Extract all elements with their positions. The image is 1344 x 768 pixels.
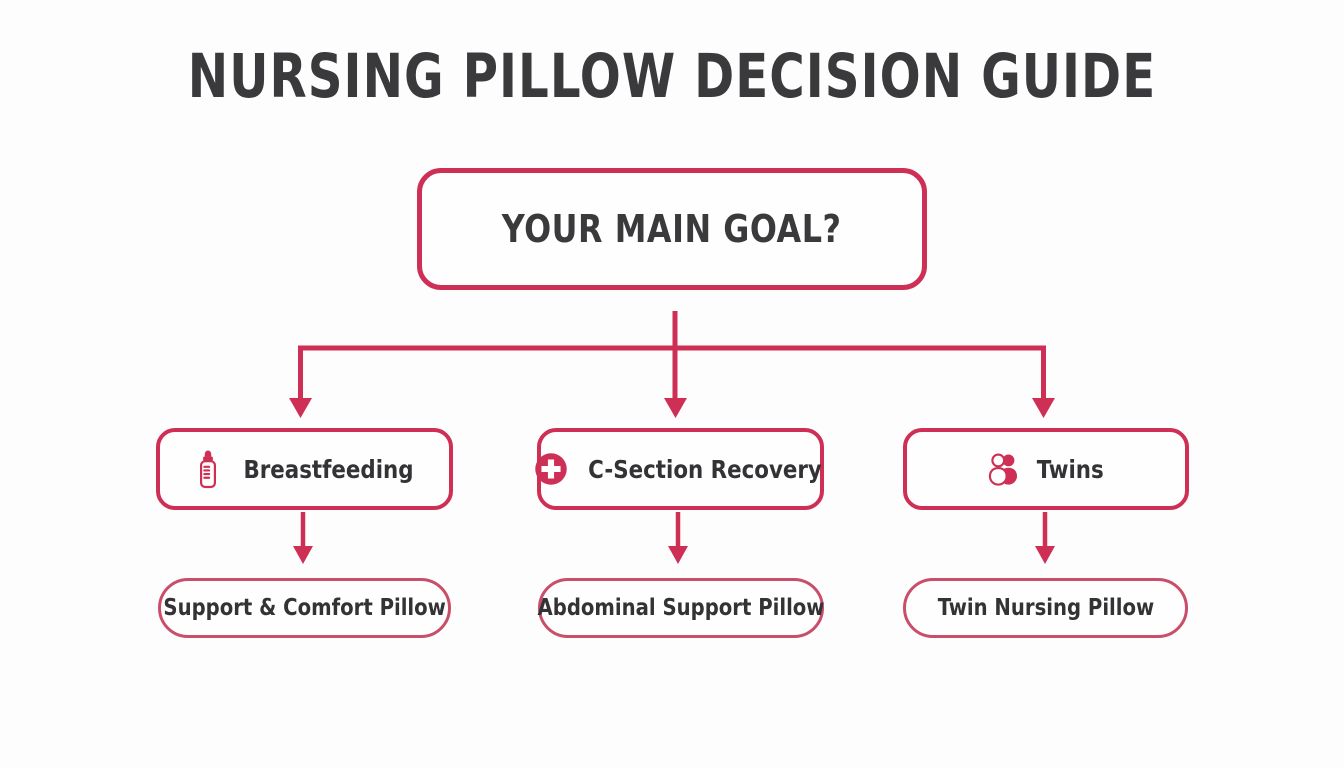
root-decision-node[interactable]: Your Main Goal? (417, 168, 927, 290)
branch-node-twins[interactable]: Twins (903, 428, 1189, 510)
twins-icon (989, 453, 1018, 486)
branch-node-breastfeeding[interactable]: Breastfeeding (156, 428, 453, 510)
branch-node-c-section-recovery[interactable]: C-Section Recovery (535, 428, 824, 510)
result-label-twin-nursing-pillow: Twin Nursing Pillow (937, 595, 1154, 621)
medical-cross-icon (535, 453, 567, 485)
result-node-twin-nursing-pillow[interactable]: Twin Nursing Pillow (903, 578, 1188, 638)
branch-label-breastfeeding: Breastfeeding (243, 454, 415, 484)
baby-bottle-icon (200, 450, 217, 489)
result-node-abdominal-support-pillow[interactable]: Abdominal Support Pillow (538, 578, 824, 638)
page-title: Nursing Pillow Decision Guide (187, 41, 1157, 112)
result-label-support-comfort-pillow: Support & Comfort Pillow (163, 595, 446, 621)
branch-label-twins: Twins (1037, 454, 1104, 484)
result-label-abdominal-support-pillow: Abdominal Support Pillow (537, 595, 825, 621)
result-node-support-comfort-pillow[interactable]: Support & Comfort Pillow (158, 578, 451, 638)
branch-label-c-section-recovery: C-Section Recovery (588, 454, 822, 484)
root-decision-label: Your Main Goal? (502, 207, 842, 251)
